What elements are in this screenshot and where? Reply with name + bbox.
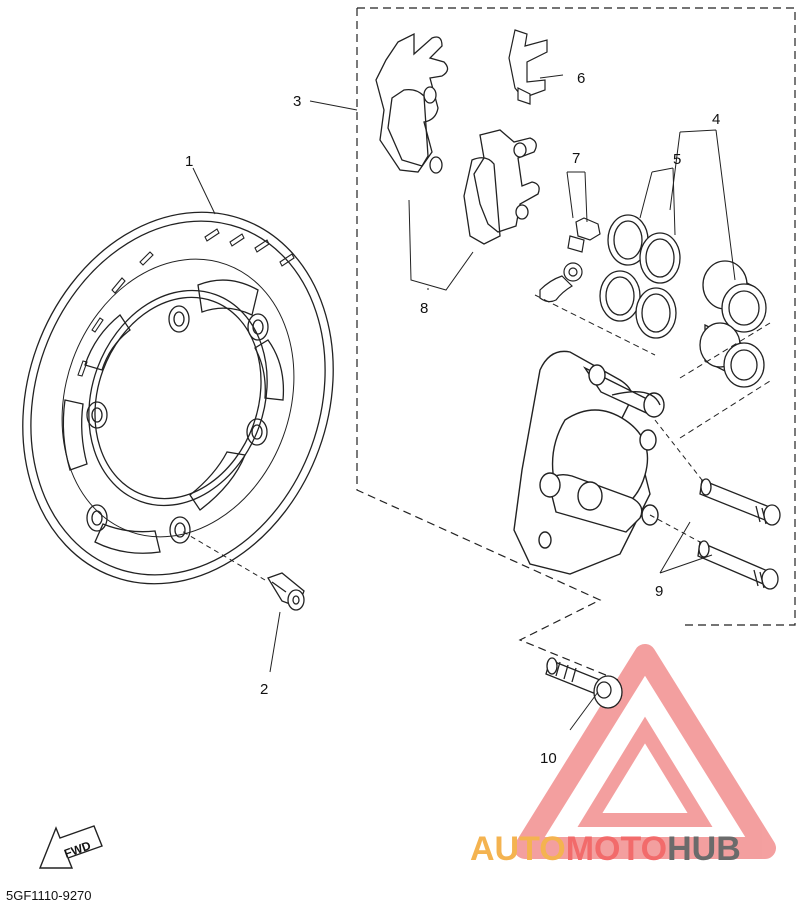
caliper-body [513, 350, 665, 575]
brake-disc [22, 211, 334, 585]
callout-10: 10 [540, 750, 557, 767]
pad-spring [508, 29, 548, 105]
disc-bolt [267, 572, 305, 611]
brake-pad-front [375, 32, 449, 174]
watermark-brand-moto: MOTO [566, 830, 667, 868]
callout-8: 8 [420, 300, 428, 317]
brake-pad-rear [463, 129, 540, 245]
callout-5: 5 [673, 151, 681, 168]
bleed-screw [539, 217, 601, 303]
part-code: 5GF1110-9270 [6, 888, 92, 903]
callout-1: 1 [185, 153, 193, 170]
caliper-seal-kit [599, 214, 767, 388]
caliper-pin-upper [699, 478, 781, 526]
callout-3: 3 [293, 93, 301, 110]
callout-6: 6 [577, 70, 585, 87]
callout-7: 7 [572, 150, 580, 167]
fwd-arrow-icon: FWD [38, 825, 103, 869]
watermark-brand: AUTOMOTOHUB [470, 830, 741, 868]
watermark-brand-auto: AUTO [470, 830, 566, 868]
callout-2: 2 [260, 681, 268, 698]
watermark-brand-hub: HUB [667, 830, 741, 868]
callout-9: 9 [655, 583, 663, 600]
caliper-pin-lower [697, 540, 779, 590]
caliper-mount-bolt [545, 657, 623, 709]
watermark-logo-icon [514, 644, 776, 859]
callout-4: 4 [712, 111, 720, 128]
caliper-assembly-boundary [356, 7, 796, 681]
leader-lines [179, 74, 771, 731]
